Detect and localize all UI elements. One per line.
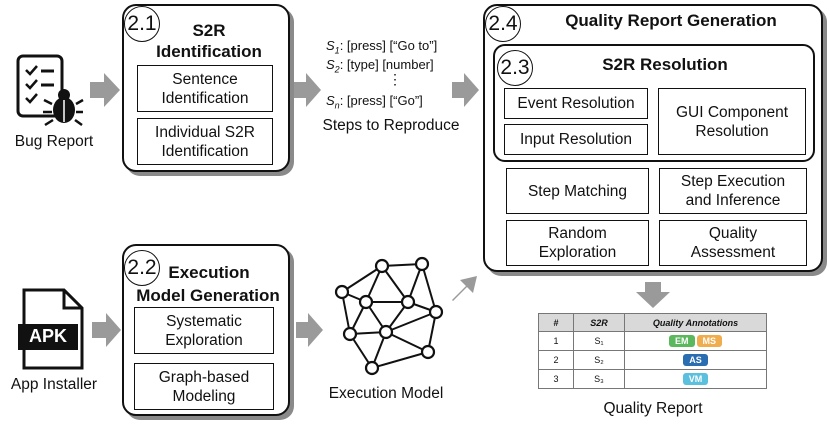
arrow-steps-to-quality xyxy=(452,73,479,107)
arrow-bug-to-identification xyxy=(90,73,120,107)
table-row: 3 S₃ VM xyxy=(538,369,767,389)
header-number: # xyxy=(538,313,574,332)
individual-s2r-identification-box: Individual S2R Identification xyxy=(137,118,273,165)
arrow-model-to-graph xyxy=(296,313,323,347)
annotation-badge: EM xyxy=(669,335,695,347)
s2r-dots: ⋮ xyxy=(388,71,402,87)
step-2-text: : [type] [number] xyxy=(339,57,434,72)
quality-report-label: Quality Report xyxy=(603,400,703,417)
quality-report-generation-title: Quality Report Generation xyxy=(565,11,777,30)
bug-report-label: Bug Report xyxy=(14,133,94,150)
bug-report-icon xyxy=(14,54,84,132)
arrow-graph-to-quality xyxy=(452,276,477,301)
app-installer-label: App Installer xyxy=(10,376,98,393)
graph-based-modeling-box: Graph-based Modeling xyxy=(134,363,274,410)
step-number-2-3: 2.3 xyxy=(497,50,533,86)
step-n-text: : [press] [“Go”] xyxy=(339,93,423,108)
execution-model-label: Execution Model xyxy=(328,385,444,402)
row-s2r: S₃ xyxy=(573,369,625,389)
step-n-symbol: S xyxy=(326,93,335,108)
step-2-symbol: S xyxy=(326,57,335,72)
step-1-index: 1 xyxy=(334,45,340,56)
s2r-step-1: S1: [press] [“Go to”] xyxy=(326,37,437,60)
annotation-badge: MS xyxy=(696,335,722,347)
gui-component-resolution-box: GUI Component Resolution xyxy=(658,88,806,155)
apk-text: APK xyxy=(28,326,67,346)
arrow-apk-to-model xyxy=(92,313,121,347)
step-number-2-4: 2.4 xyxy=(485,6,521,42)
header-quality-annotations: Quality Annotations xyxy=(624,313,767,332)
arrow-quality-to-report xyxy=(636,282,670,308)
table-header-row: # S2R Quality Annotations xyxy=(538,313,767,332)
annotation-badge: VM xyxy=(682,373,709,385)
s2r-step-2: S2: [type] [number] xyxy=(326,56,434,79)
event-resolution-box: Event Resolution xyxy=(504,88,648,119)
step-execution-box: Step Execution and Inference xyxy=(659,168,807,214)
step-number-2-1: 2.1 xyxy=(124,6,160,42)
header-s2r: S2R xyxy=(573,313,625,332)
annotation-badge: AS xyxy=(683,354,708,366)
step-matching-box: Step Matching xyxy=(506,168,649,214)
steps-to-reproduce-label: Steps to Reproduce xyxy=(322,117,460,134)
row-number: 2 xyxy=(538,350,574,370)
row-s2r: S₁ xyxy=(573,331,625,351)
quality-assessment-box: Quality Assessment xyxy=(659,220,807,266)
random-exploration-box: Random Exploration xyxy=(506,220,649,266)
row-s2r: S₂ xyxy=(573,350,625,370)
execution-model-graph xyxy=(334,256,444,376)
step-2-index: 2 xyxy=(334,64,340,75)
sentence-identification-box: Sentence Identification xyxy=(137,65,273,112)
row-annotations: VM xyxy=(624,369,767,389)
execution-model-title-line2: Model Generation xyxy=(136,286,280,305)
row-number: 1 xyxy=(538,331,574,351)
apk-file-icon xyxy=(16,288,88,372)
s2r-step-n: Sn: [press] [“Go”] xyxy=(326,92,423,115)
arrow-identification-to-steps xyxy=(294,73,321,107)
row-annotations: AS xyxy=(624,350,767,370)
s2r-resolution-title: S2R Resolution xyxy=(602,55,728,74)
systematic-exploration-box: Systematic Exploration xyxy=(134,307,274,354)
execution-model-title-line1: Execution xyxy=(168,263,250,282)
step-number-2-2: 2.2 xyxy=(124,250,160,286)
table-row: 2 S₂ AS xyxy=(538,350,767,370)
input-resolution-box: Input Resolution xyxy=(504,124,648,155)
step-n-index: n xyxy=(334,100,340,111)
s2r-identification-title: S2R Identification xyxy=(156,21,262,61)
row-number: 3 xyxy=(538,369,574,389)
step-1-symbol: S xyxy=(326,38,335,53)
step-1-text: : [press] [“Go to”] xyxy=(339,38,438,53)
